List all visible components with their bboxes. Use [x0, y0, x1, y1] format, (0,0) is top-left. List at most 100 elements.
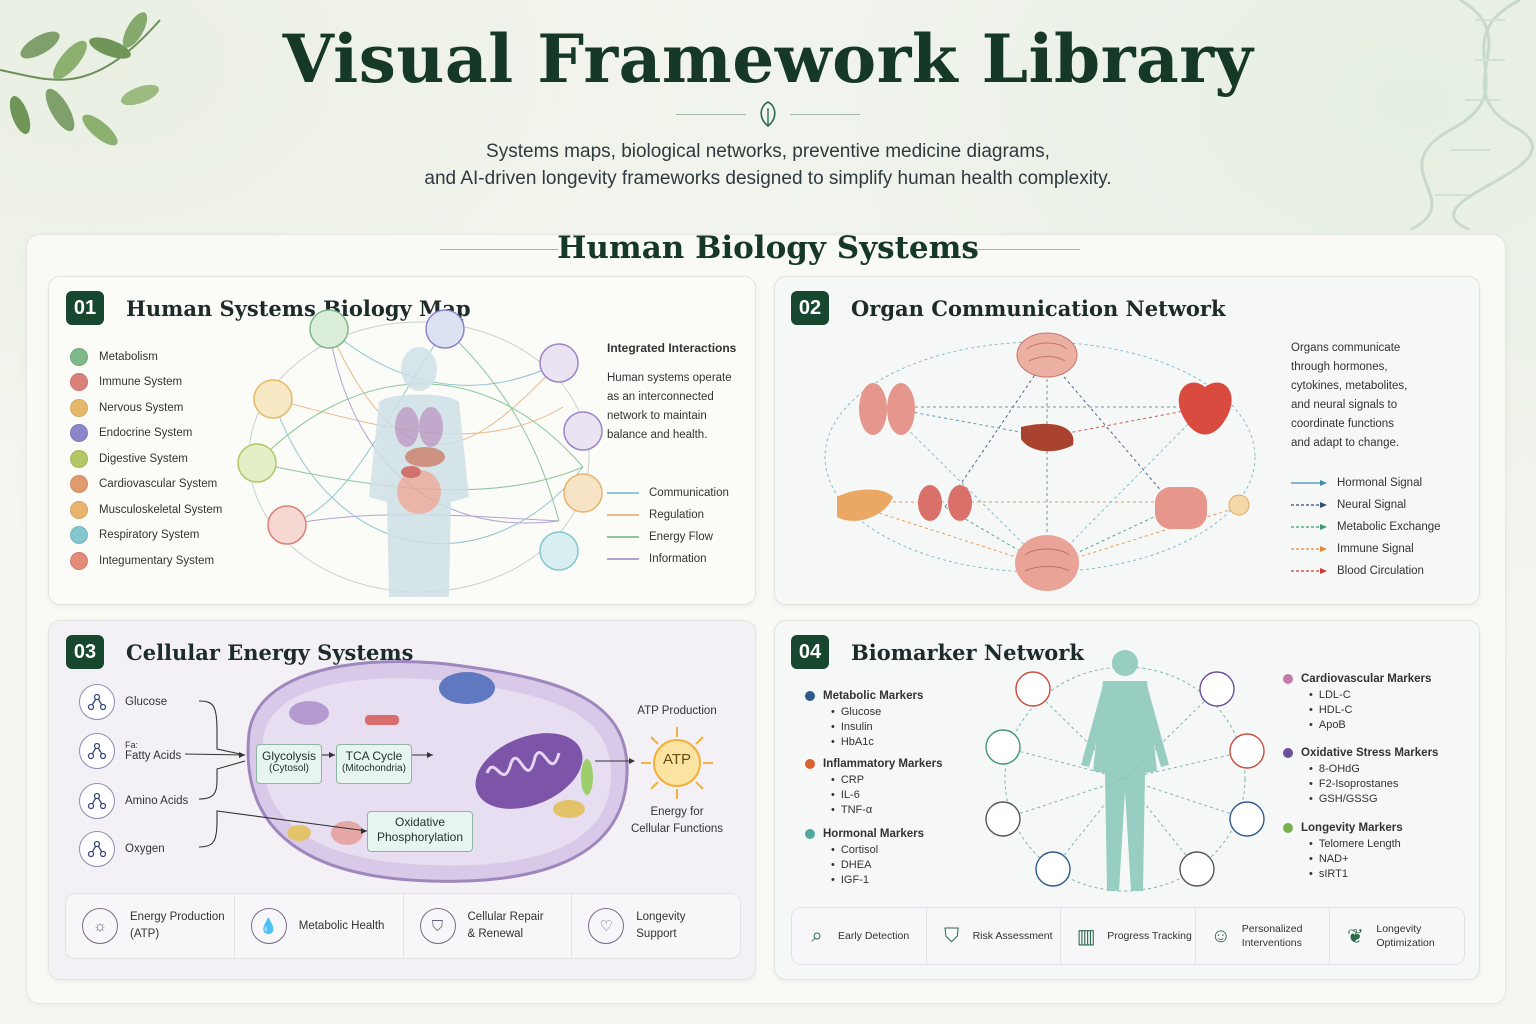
energy-benefit-item: ☼Energy Production (ATP) — [66, 894, 235, 958]
marker-list: GlucoseInsulinHbA1c — [805, 705, 923, 750]
marker-dot-icon — [805, 829, 815, 839]
interactions-text-line: network to maintain — [607, 410, 707, 422]
line-swatch-icon — [607, 514, 639, 516]
magnifier-pulse-icon: ⌕ — [811, 924, 823, 947]
connection-legend-item: Energy Flow — [607, 526, 729, 548]
marker-dot-icon — [1283, 823, 1293, 833]
system-label: Respiratory System — [99, 529, 200, 542]
system-label: Nervous System — [99, 401, 184, 414]
interactions-text-line: balance and health. — [607, 429, 708, 441]
marker-group-title: Oxidative Stress Markers — [1283, 744, 1438, 762]
system-legend-item: Endocrine System — [70, 421, 222, 447]
card-title: Human Systems Biology Map — [126, 296, 471, 321]
system-dot-icon — [70, 475, 88, 494]
system-label: Immune System — [99, 376, 183, 389]
atp-label: ATP — [662, 751, 692, 768]
connection-label: Communication — [649, 486, 729, 499]
title-divider-left — [676, 114, 746, 115]
energy-benefits-bar: ☼Energy Production (ATP)💧Metabolic Healt… — [65, 893, 741, 959]
system-legend-item: Metabolism — [70, 344, 222, 370]
marker-list: CortisolDHEAIGF-1 — [805, 843, 924, 888]
signal-legend-item: Blood Circulation — [1291, 560, 1441, 582]
biomarker-benefit-label: Longevity Optimization — [1376, 923, 1435, 949]
oxygen-molecule-icon — [79, 831, 115, 867]
biomarker-benefit-item: ❦ Longevity Optimization — [1330, 908, 1464, 964]
signal-label: Metabolic Exchange — [1337, 520, 1441, 533]
system-legend-item: Nervous System — [70, 395, 222, 421]
marker-item: sIRT1 — [1309, 867, 1403, 882]
connection-label: Energy Flow — [649, 530, 713, 543]
atp-sun-icon — [641, 727, 713, 799]
marker-item: 8-OHdG — [1309, 762, 1438, 777]
system-dot-icon — [70, 500, 88, 519]
biomarker-body-diagram — [985, 650, 1265, 892]
leaf-emblem-icon — [760, 101, 776, 128]
page-title: Visual Framework Library — [282, 20, 1254, 98]
arrow-swatch-icon — [1291, 502, 1327, 508]
input-label: Fatty Acids — [125, 750, 182, 762]
leaf-circle-icon: ❦ — [1346, 925, 1364, 948]
marker-item: IL-6 — [831, 788, 943, 803]
marker-group-label: Inflammatory Markers — [823, 758, 943, 770]
marker-item: GSH/GSSG — [1309, 792, 1438, 807]
organ-text-line: through hormones, — [1291, 361, 1388, 373]
marker-item: CRP — [831, 773, 943, 788]
system-label: Musculoskeletal System — [99, 503, 223, 516]
glycolysis-label: Glycolysis — [261, 749, 316, 763]
marker-dot-icon — [1283, 674, 1293, 684]
input-amino-acids: Amino Acids — [79, 783, 188, 819]
organ-text-line: Organs communicate — [1291, 342, 1401, 354]
card-title: Organ Communication Network — [851, 296, 1226, 321]
system-dot-icon — [70, 424, 88, 443]
system-label: Integumentary System — [99, 554, 215, 567]
system-label: Metabolism — [99, 350, 158, 363]
marker-list: LDL-CHDL-CApoB — [1283, 688, 1431, 733]
title-divider-right — [790, 114, 860, 115]
marker-item: F2-Isoprostanes — [1309, 777, 1438, 792]
arrow-swatch-icon — [1291, 480, 1327, 486]
system-legend-item: Cardiovascular System — [70, 472, 222, 498]
system-dot-icon — [70, 449, 88, 468]
marker-item: Glucose — [831, 705, 923, 720]
signal-label: Blood Circulation — [1337, 564, 1424, 577]
heart-icon: ♡ — [588, 908, 625, 944]
marker-group: Cardiovascular MarkersLDL-CHDL-CApoB — [1283, 670, 1431, 733]
marker-group-label: Oxidative Stress Markers — [1301, 747, 1439, 759]
marker-group: Hormonal MarkersCortisolDHEAIGF-1 — [805, 825, 924, 888]
system-dot-icon — [70, 347, 88, 366]
card-organ-network: 02 Organ Communication Network — [774, 276, 1480, 605]
subtitle-line-1: Systems maps, biological networks, preve… — [486, 141, 1050, 162]
marker-group-label: Longevity Markers — [1301, 822, 1403, 834]
bar-chart-icon: ▥ — [1076, 925, 1096, 948]
interactions-text-line: Human systems operate — [607, 372, 732, 384]
system-label: Endocrine System — [99, 427, 193, 440]
sun-icon: ☼ — [82, 908, 118, 944]
signal-legend-item: Metabolic Exchange — [1291, 516, 1441, 538]
marker-group: Inflammatory MarkersCRPIL-6TNF-α — [805, 755, 943, 818]
system-legend-item: Digestive System — [70, 446, 222, 472]
atp-production-label: ATP Production — [637, 705, 717, 717]
marker-item: HbA1c — [831, 735, 923, 750]
line-swatch-icon — [607, 558, 639, 560]
organ-network-diagram — [824, 332, 1256, 591]
marker-item: DHEA — [831, 858, 924, 873]
connection-label: Information — [649, 552, 707, 565]
marker-item: HDL-C — [1309, 703, 1431, 718]
energy-benefit-label: Cellular Repair & Renewal — [467, 911, 544, 940]
marker-list: Telomere LengthNAD+sIRT1 — [1283, 837, 1403, 882]
system-dot-icon — [70, 526, 88, 545]
tca-label: TCA Cycle — [345, 749, 403, 763]
person-icon: ☺ — [1210, 924, 1231, 947]
system-legend-item: Integumentary System — [70, 548, 222, 574]
connection-label: Regulation — [649, 508, 704, 521]
system-legend-item: Respiratory System — [70, 523, 222, 549]
energy-benefit-item: ⛉Cellular Repair & Renewal — [404, 894, 573, 958]
leaves-decoration-icon — [0, 12, 161, 146]
arrow-swatch-icon — [1291, 546, 1327, 552]
input-label: Oxygen — [125, 843, 165, 855]
input-oxygen: Oxygen — [79, 831, 165, 867]
energy-benefit-label: Longevity Support — [636, 911, 686, 940]
glycolysis-box: Glycolysis (Cytosol) — [256, 744, 322, 784]
fatty-acid-prefix: Fa: — [125, 740, 139, 750]
